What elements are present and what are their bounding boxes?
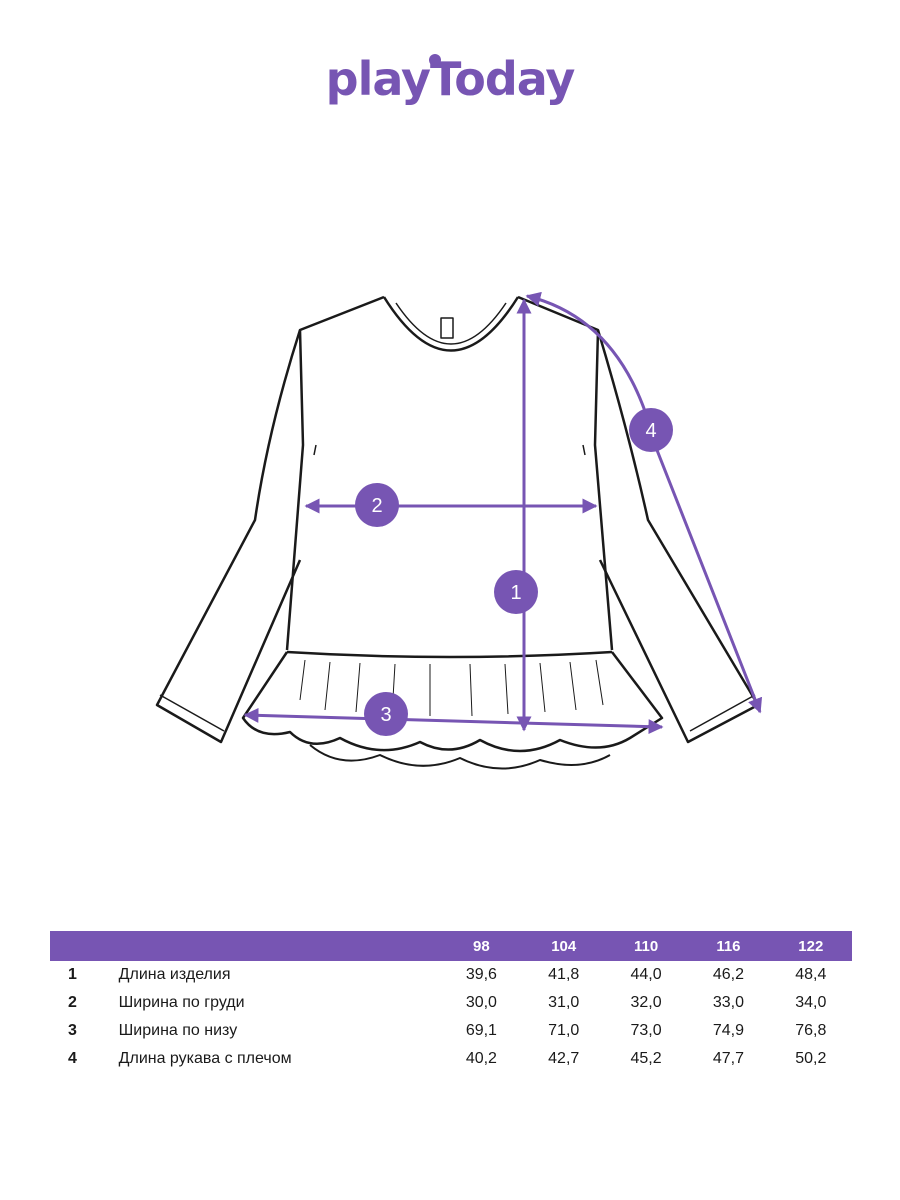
row-number: 4 <box>68 1050 77 1067</box>
size-122: 122 <box>769 931 852 961</box>
row-value: 46,2 <box>712 966 744 983</box>
table-row: 1 Длина изделия 39,6 41,8 44,0 46,2 48,4 <box>50 961 852 989</box>
row-value: 34,0 <box>795 994 827 1011</box>
row-value: 44,0 <box>630 966 662 983</box>
row-value: 50,2 <box>795 1050 827 1067</box>
marker-2: 2 <box>355 483 399 527</box>
measure-line-3 <box>243 707 664 735</box>
row-value: 76,8 <box>795 1022 827 1039</box>
size-116: 116 <box>687 931 770 961</box>
garment-technical-drawing: 1 2 3 4 <box>155 291 763 770</box>
row-value: 74,9 <box>712 1022 744 1039</box>
logo-text: playToday <box>325 52 576 106</box>
marker-4-label: 4 <box>645 420 656 442</box>
measurement-lines <box>243 291 763 735</box>
row-value: 31,0 <box>548 994 580 1011</box>
row-value: 48,4 <box>795 966 827 983</box>
marker-3: 3 <box>364 692 408 736</box>
header-empty-name <box>118 931 441 961</box>
row-name: Длина изделия <box>118 966 231 983</box>
size-110: 110 <box>604 931 688 961</box>
row-value: 32,0 <box>630 994 662 1011</box>
size-chart-table: 98 104 110 116 122 1 Длина изделия 39,6 … <box>50 931 852 1073</box>
size-header-row: 98 104 110 116 122 <box>50 931 852 961</box>
table-row: 2 Ширина по груди 30,0 31,0 32,0 33,0 34… <box>50 989 852 1017</box>
marker-1: 1 <box>494 570 538 614</box>
logo-dot <box>429 54 441 66</box>
row-value: 39,6 <box>465 966 497 983</box>
row-number: 2 <box>68 994 77 1011</box>
size-104: 104 <box>522 931 605 961</box>
table-row: 4 Длина рукава с плечом 40,2 42,7 45,2 4… <box>50 1045 852 1073</box>
measurement-markers: 1 2 3 4 <box>355 408 673 736</box>
row-name: Ширина по груди <box>118 994 245 1011</box>
header-empty-num <box>50 931 119 961</box>
row-number: 3 <box>68 1022 77 1039</box>
row-value: 30,0 <box>465 994 497 1011</box>
row-value: 73,0 <box>630 1022 662 1039</box>
row-value: 47,7 <box>712 1050 744 1067</box>
row-name: Ширина по низу <box>118 1022 238 1039</box>
marker-4: 4 <box>629 408 673 452</box>
marker-3-label: 3 <box>380 704 391 726</box>
row-value: 40,2 <box>465 1050 497 1067</box>
row-name: Длина рукава с плечом <box>118 1050 292 1067</box>
row-value: 42,7 <box>548 1050 580 1067</box>
size-98: 98 <box>440 931 523 961</box>
marker-2-label: 2 <box>371 495 382 517</box>
row-number: 1 <box>68 966 77 983</box>
row-value: 71,0 <box>548 1022 580 1039</box>
row-value: 41,8 <box>548 966 580 983</box>
blouse-outline <box>155 295 760 770</box>
table-row: 3 Ширина по низу 69,1 71,0 73,0 74,9 76,… <box>50 1017 852 1045</box>
row-value: 33,0 <box>712 994 744 1011</box>
row-value: 69,1 <box>465 1022 497 1039</box>
brand-logo: playToday <box>0 52 900 106</box>
marker-1-label: 1 <box>510 582 521 604</box>
row-value: 45,2 <box>630 1050 662 1067</box>
